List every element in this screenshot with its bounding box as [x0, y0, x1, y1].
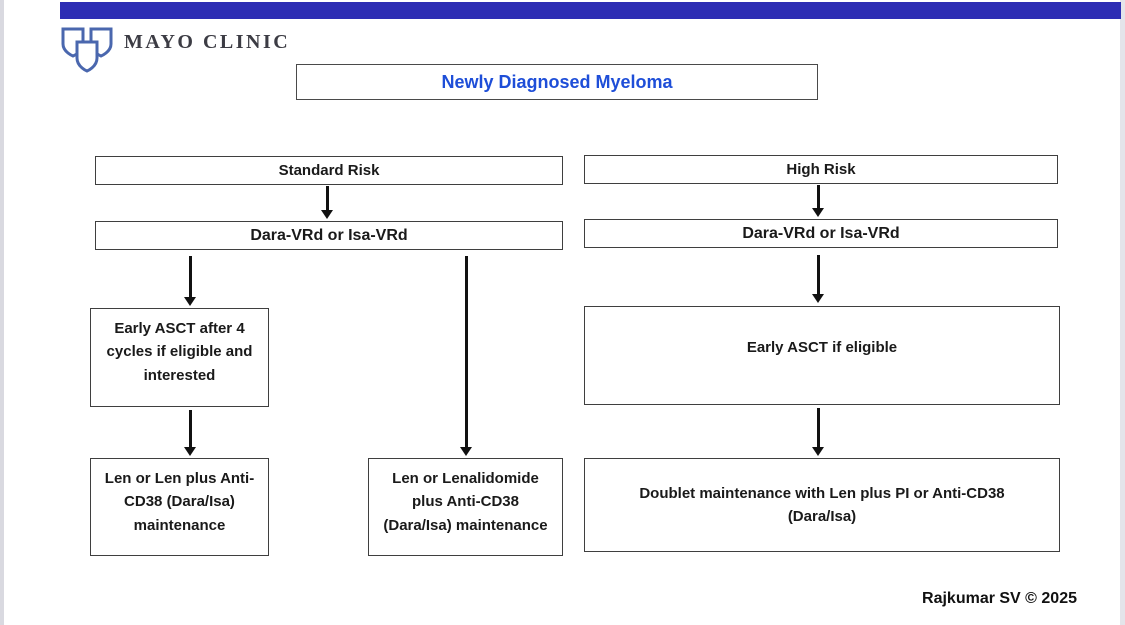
- node-high-induction-label: Dara-VRd or Isa-VRd: [742, 224, 900, 242]
- node-maintenance-transplant-label: Len or Len plus Anti-CD38 (Dara/Isa) mai…: [104, 470, 255, 534]
- arrow-asct-to-maintenance-standard: [189, 410, 192, 448]
- mayo-shields-icon: [61, 27, 113, 73]
- copyright-credit: Rajkumar SV © 2025: [922, 590, 1077, 607]
- node-high-risk: High Risk: [584, 155, 1058, 184]
- arrow-standard-to-induction: [326, 186, 329, 211]
- node-maintenance-transplant: Len or Len plus Anti-CD38 (Dara/Isa) mai…: [90, 458, 269, 556]
- node-standard-risk-label: Standard Risk: [278, 162, 380, 179]
- left-edge-strip: [0, 0, 4, 625]
- node-standard-induction-label: Dara-VRd or Isa-VRd: [250, 226, 408, 244]
- node-early-asct-standard: Early ASCT after 4 cycles if eligible an…: [90, 308, 269, 407]
- arrow-high-to-induction: [817, 185, 820, 209]
- arrow-induction-to-maintenance-no-transplant: [465, 256, 468, 448]
- node-high-induction: Dara-VRd or Isa-VRd: [584, 219, 1058, 248]
- diagram-title-box: Newly Diagnosed Myeloma: [296, 64, 818, 100]
- node-standard-induction: Dara-VRd or Isa-VRd: [95, 221, 563, 250]
- node-standard-risk: Standard Risk: [95, 156, 563, 185]
- node-maintenance-high: Doublet maintenance with Len plus PI or …: [584, 458, 1060, 552]
- node-high-risk-label: High Risk: [786, 161, 856, 178]
- node-early-asct-high: Early ASCT if eligible: [584, 306, 1060, 405]
- node-early-asct-standard-label: Early ASCT after 4 cycles if eligible an…: [106, 320, 253, 384]
- diagram-title: Newly Diagnosed Myeloma: [441, 71, 673, 92]
- node-maintenance-no-transplant: Len or Lenalidomide plus Anti-CD38 (Dara…: [368, 458, 563, 556]
- brand-wordmark: MAYO CLINIC: [124, 31, 291, 53]
- node-maintenance-no-transplant-label: Len or Lenalidomide plus Anti-CD38 (Dara…: [383, 470, 548, 534]
- arrow-induction-to-asct-standard: [189, 256, 192, 298]
- mayo-clinic-logo: MAYO CLINIC: [60, 26, 290, 76]
- arrow-induction-to-asct-high: [817, 255, 820, 295]
- top-accent-bar: [60, 2, 1121, 19]
- node-maintenance-high-label: Doublet maintenance with Len plus PI or …: [639, 484, 1005, 525]
- right-edge-strip: [1120, 0, 1125, 625]
- arrow-asct-to-maintenance-high: [817, 408, 820, 448]
- node-early-asct-high-label: Early ASCT if eligible: [746, 339, 898, 356]
